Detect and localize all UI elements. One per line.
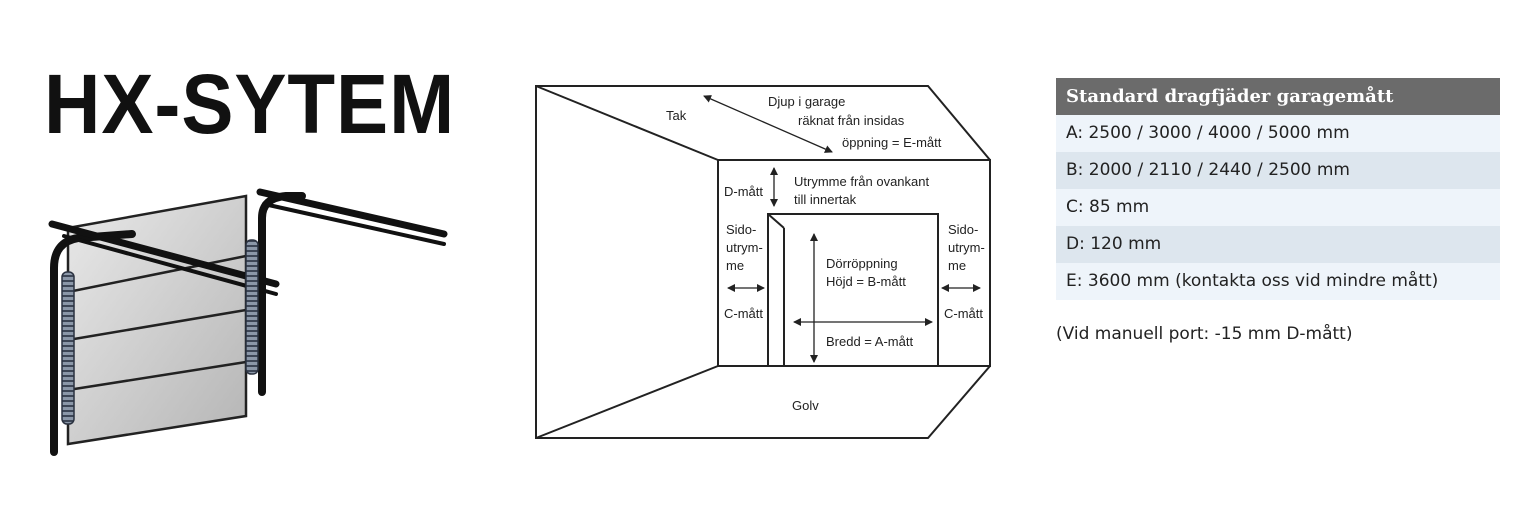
garage-door-illustration: [48, 188, 448, 456]
label-dorr-2: Höjd = B-mått: [826, 274, 906, 289]
garage-measurement-diagram: Tak Djup i garage räknat från insidas öp…: [535, 85, 991, 439]
label-d-matt: D-mått: [724, 184, 763, 199]
label-bredd: Bredd = A-mått: [826, 334, 913, 349]
spec-table-header: Standard dragfjäder garagemått: [1056, 78, 1500, 115]
label-utrymme-1: Utrymme från ovankant: [794, 174, 929, 189]
label-sido-right-1: Sido-: [948, 222, 978, 237]
label-dorr-1: Dörröppning: [826, 256, 898, 271]
label-djup-1: Djup i garage: [768, 94, 845, 109]
label-djup-3: öppning = E-mått: [842, 135, 942, 150]
label-sido-left-2: utrym-: [726, 240, 763, 255]
label-sido-right-2: utrym-: [948, 240, 985, 255]
spec-table: Standard dragfjäder garagemått A: 2500 /…: [1056, 78, 1500, 300]
label-c-matt-right: C-mått: [944, 306, 983, 321]
spec-row-d: D: 120 mm: [1056, 226, 1500, 263]
label-c-matt-left: C-mått: [724, 306, 763, 321]
label-utrymme-2: till innertak: [794, 192, 857, 207]
label-golv: Golv: [792, 398, 819, 413]
label-sido-left-1: Sido-: [726, 222, 756, 237]
label-tak: Tak: [666, 108, 687, 123]
label-sido-right-3: me: [948, 258, 966, 273]
spec-row-a: A: 2500 / 3000 / 4000 / 5000 mm: [1056, 115, 1500, 152]
spec-row-b: B: 2000 / 2110 / 2440 / 2500 mm: [1056, 152, 1500, 189]
label-djup-2: räknat från insidas: [798, 113, 905, 128]
manual-port-note: (Vid manuell port: -15 mm D-mått): [1056, 324, 1353, 344]
label-sido-left-3: me: [726, 258, 744, 273]
spec-row-e: E: 3600 mm (kontakta oss vid mindre mått…: [1056, 263, 1500, 300]
spec-row-c: C: 85 mm: [1056, 189, 1500, 226]
page-title: HX-SYTEM: [44, 57, 456, 151]
